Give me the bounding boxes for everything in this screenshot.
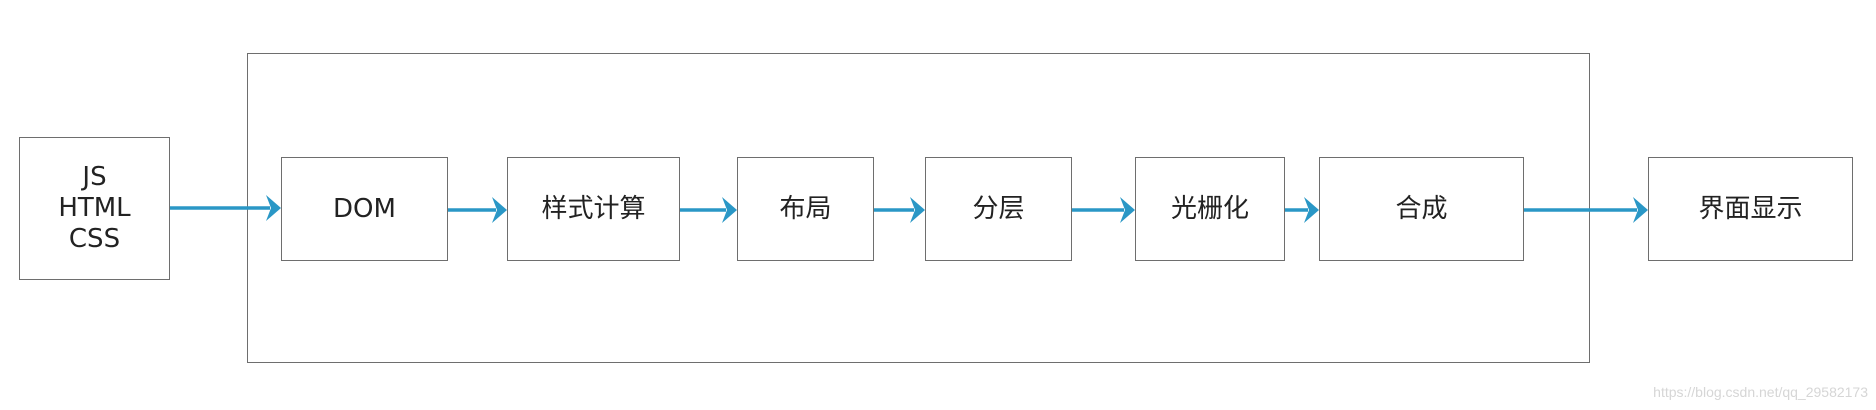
arrowhead-layout	[722, 197, 737, 223]
stage-rasterization: 光栅化	[1135, 157, 1285, 261]
stage-rasterization-label: 光栅化	[1170, 193, 1249, 224]
output-node: 界面显示	[1648, 157, 1853, 261]
arrowhead-dom	[266, 195, 281, 221]
input-label-html: HTML	[58, 193, 131, 223]
stage-layering: 分层	[925, 157, 1072, 261]
stage-compositing: 合成	[1319, 157, 1524, 261]
stage-compositing-label: 合成	[1395, 193, 1448, 224]
stage-dom: DOM	[281, 157, 448, 261]
stage-layout: 布局	[737, 157, 874, 261]
watermark-text: https://blog.csdn.net/qq_29582173	[1653, 384, 1868, 400]
stage-layering-label: 分层	[972, 193, 1025, 224]
arrowhead-output	[1633, 197, 1648, 223]
stage-style-calculation: 样式计算	[507, 157, 680, 261]
stage-dom-label: DOM	[333, 193, 396, 224]
arrowhead-layering	[910, 197, 925, 223]
input-label-js: JS	[82, 162, 107, 192]
arrowhead-style	[492, 197, 507, 223]
stage-style-calculation-label: 样式计算	[541, 193, 646, 224]
output-node-label: 界面显示	[1698, 193, 1803, 224]
input-node: JS HTML CSS	[19, 137, 170, 280]
input-label-css: CSS	[68, 224, 121, 254]
arrowhead-raster	[1120, 197, 1135, 223]
stage-layout-label: 布局	[779, 193, 832, 224]
arrowhead-composite	[1304, 197, 1319, 223]
